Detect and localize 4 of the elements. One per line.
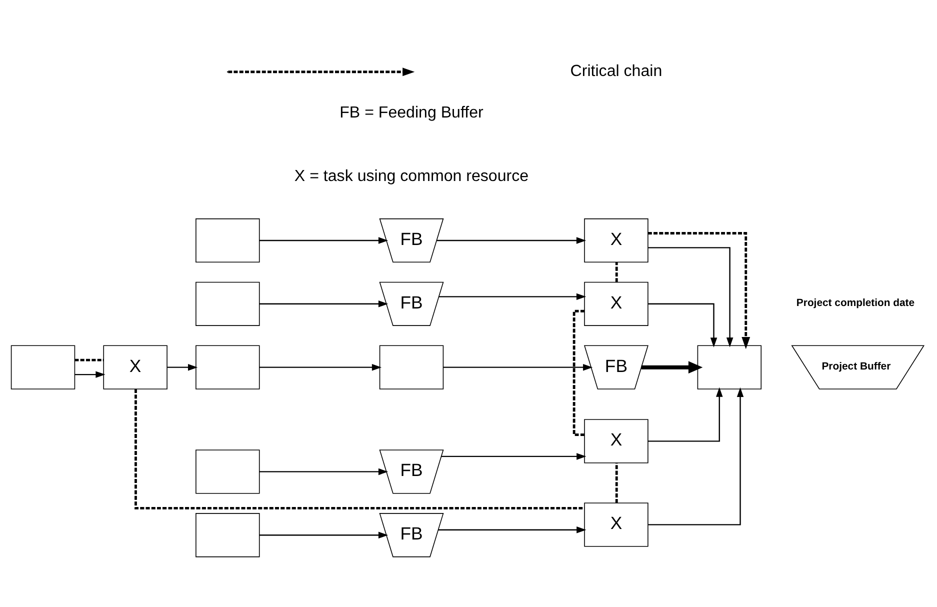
- label: X = task using common resource: [294, 167, 529, 186]
- legend-label: Critical chain: [570, 62, 662, 80]
- label: Project completion date: [796, 298, 915, 309]
- label: FB = Feeding Buffer: [340, 104, 484, 122]
